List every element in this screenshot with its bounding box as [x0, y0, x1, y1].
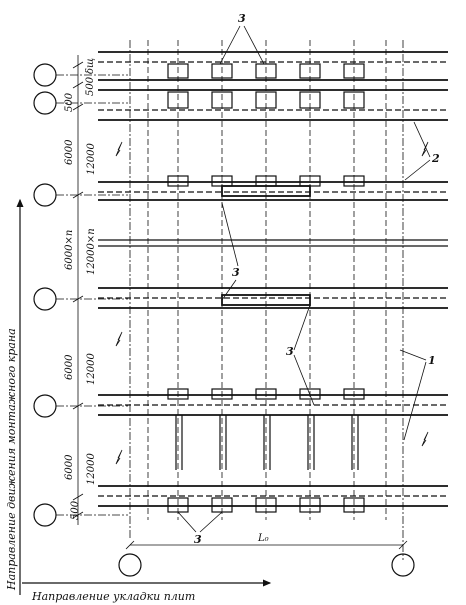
dim-label: 6000: [64, 354, 75, 380]
callout-3-mid-right: 3: [286, 345, 294, 358]
dim-label: δщ: [85, 58, 96, 74]
callout-3-mid-left: 3: [232, 266, 240, 279]
axis-markers-left: [33, 63, 57, 527]
crossbar-beams: [98, 51, 448, 507]
span-dimension: L₀: [125, 533, 408, 550]
axis-marker: [33, 503, 57, 527]
vertical-caption: Направление движения монтажного крана: [5, 328, 18, 591]
axis-marker: [33, 91, 57, 115]
direction-arrows: Направление движения монтажного крана На…: [5, 198, 272, 603]
dim-label: 12000: [86, 353, 97, 385]
axis-marker: [391, 553, 415, 577]
dim-label: 500: [70, 500, 81, 520]
horizontal-caption: Направление укладки плит: [31, 590, 195, 603]
dim-label: 6000: [64, 454, 75, 480]
axis-marker: [118, 553, 142, 577]
callout-3-top: 3: [238, 12, 246, 25]
dim-label: 500: [85, 76, 96, 96]
callout-2: 2: [431, 152, 440, 165]
break-marks: [115, 141, 429, 465]
span-label: L₀: [257, 533, 269, 544]
dim-label: 500: [64, 92, 75, 112]
callout-1: 1: [428, 354, 436, 367]
axis-lines-horizontal: [56, 74, 128, 516]
axis-marker: [33, 183, 57, 207]
dim-label: 12000: [86, 143, 97, 175]
dim-label: 12000×n: [86, 228, 97, 275]
axis-markers-bottom: [118, 553, 415, 577]
axis-marker: [33, 63, 57, 87]
callouts: 3 2 3 3 1 3: [177, 12, 440, 546]
axis-marker: [33, 394, 57, 418]
dim-label: 12000: [86, 453, 97, 485]
dim-label: 6000: [64, 139, 75, 165]
column-lines: [129, 40, 404, 560]
dimension-labels: δщ 500 500 6000 12000 6000×n 12000×n 600…: [64, 58, 97, 520]
axis-marker: [33, 287, 57, 311]
dimension-chain-left: [72, 55, 84, 525]
dim-label: 6000×n: [64, 230, 75, 270]
callout-3-bottom: 3: [194, 533, 202, 546]
